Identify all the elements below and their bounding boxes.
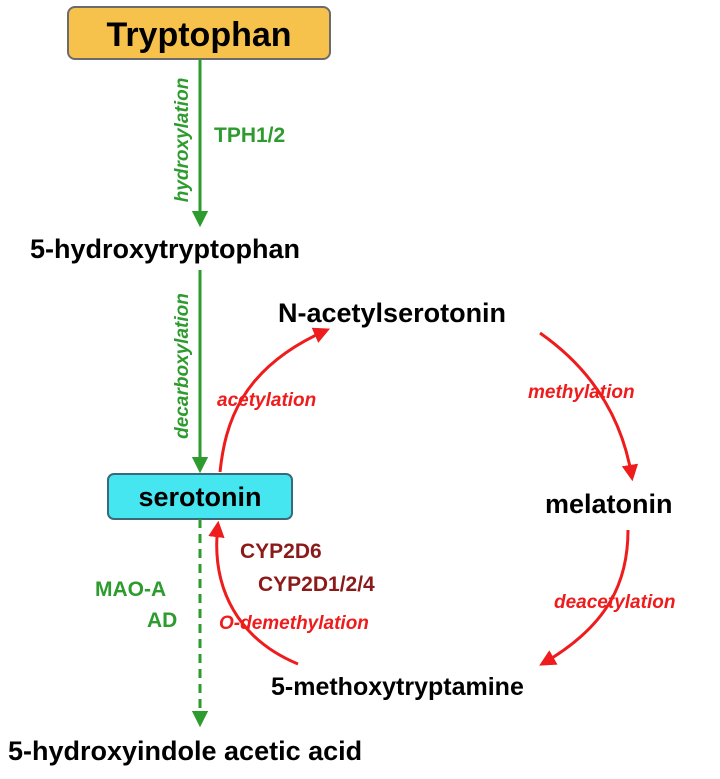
tph-enzyme-label: TPH1/2: [214, 124, 285, 147]
mao-a-enzyme-label: MAO-A: [95, 578, 166, 601]
acetylation-label: acetylation: [217, 390, 316, 411]
hiaa-label: 5-hydroxyindole acetic acid: [8, 736, 362, 766]
n-acetylserotonin-label: N-acetylserotonin: [278, 298, 506, 328]
tryptophan-label: Tryptophan: [106, 16, 291, 54]
cyp2d124-enzyme-label: CYP2D1/2/4: [258, 573, 375, 596]
methylation-arrow: [539, 331, 639, 482]
melatonin-label: melatonin: [545, 489, 673, 519]
serotonin-label: serotonin: [138, 482, 261, 512]
methylation-label: methylation: [528, 382, 635, 403]
methoxytryptamine-label: 5-methoxytryptamine: [271, 673, 524, 701]
hydroxylation-label: hydroxylation: [172, 78, 193, 203]
decarboxylation-label: decarboxylation: [172, 293, 193, 439]
deacetylation-arrow: [539, 529, 630, 666]
cyp2d6-enzyme-label: CYP2D6: [240, 540, 322, 563]
hydroxytryptophan-label: 5-hydroxytryptophan: [30, 234, 300, 264]
deacetylation-label: deacetylation: [554, 592, 675, 613]
ad-enzyme-label: AD: [147, 609, 177, 632]
o-demethylation-arrow: [208, 520, 299, 666]
acetylation-arrow: [218, 327, 331, 473]
o-demethylation-label: O-demethylation: [219, 613, 369, 634]
